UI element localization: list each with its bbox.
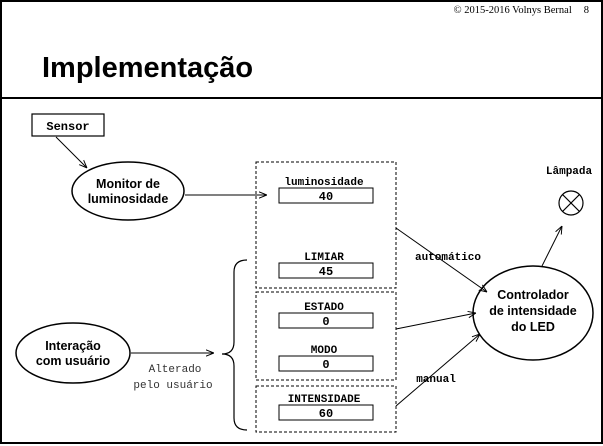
arrow-controlador-to-lampada: [541, 226, 562, 267]
monitor-label-line1: Monitor de: [96, 177, 160, 191]
monitor-label-line2: luminosidade: [88, 192, 169, 206]
variable-limiar: LIMIAR 45: [278, 252, 374, 279]
controlador-label-line3: do LED: [511, 320, 555, 334]
luminosidade-name: luminosidade: [284, 177, 364, 189]
manual-label: manual: [416, 374, 456, 386]
controlador-label-line1: Controlador: [497, 288, 569, 302]
luminosidade-value: 40: [319, 190, 333, 204]
grouping-brace: [221, 259, 248, 431]
intensidade-name: INTENSIDADE: [288, 394, 361, 406]
lampada-icon: [558, 190, 584, 216]
interacao-label-line1: Interação: [45, 339, 101, 353]
arrow-automatico: [395, 227, 487, 292]
modo-value: 0: [322, 358, 329, 372]
limiar-value: 45: [319, 265, 333, 279]
arrow-estado-to-controlador: [395, 313, 476, 330]
variable-intensidade: INTENSIDADE 60: [278, 394, 374, 421]
monitor-node: Monitor de luminosidade: [71, 161, 185, 221]
alterado-label-line1: Alterado: [149, 364, 202, 376]
arrow-sensor-to-monitor: [55, 136, 87, 168]
limiar-name: LIMIAR: [304, 252, 344, 264]
alterado-label-line2: pelo usuário: [133, 380, 212, 392]
variable-luminosidade: luminosidade 40: [278, 177, 374, 204]
variables-group-control: [255, 291, 397, 381]
variables-group-output: [255, 385, 397, 433]
arrow-manual: [395, 334, 480, 407]
copyright-text: © 2015-2016 Volnys Bernal: [453, 5, 572, 16]
estado-name: ESTADO: [304, 302, 344, 314]
modo-name: MODO: [311, 345, 338, 357]
interacao-node: Interação com usuário: [15, 322, 131, 384]
variable-estado: ESTADO 0: [278, 302, 374, 329]
estado-value: 0: [322, 315, 329, 329]
copyright-notice: © 2015-2016 Volnys Bernal 8: [454, 5, 589, 16]
sensor-box: Sensor: [31, 113, 105, 137]
interacao-label-line2: com usuário: [36, 354, 111, 368]
variable-modo: MODO 0: [278, 345, 374, 372]
automatico-label: automático: [415, 252, 481, 264]
controlador-node: Controlador de intensidade do LED: [472, 265, 594, 361]
slide-title: Implementação: [42, 52, 254, 84]
variables-group-sensor: [255, 161, 397, 289]
lampada-label: Lâmpada: [546, 166, 593, 178]
controlador-label-line2: de intensidade: [489, 304, 577, 318]
title-divider: [2, 97, 603, 99]
sensor-label: Sensor: [46, 120, 89, 134]
intensidade-value: 60: [319, 407, 333, 421]
page-number: 8: [583, 5, 589, 16]
